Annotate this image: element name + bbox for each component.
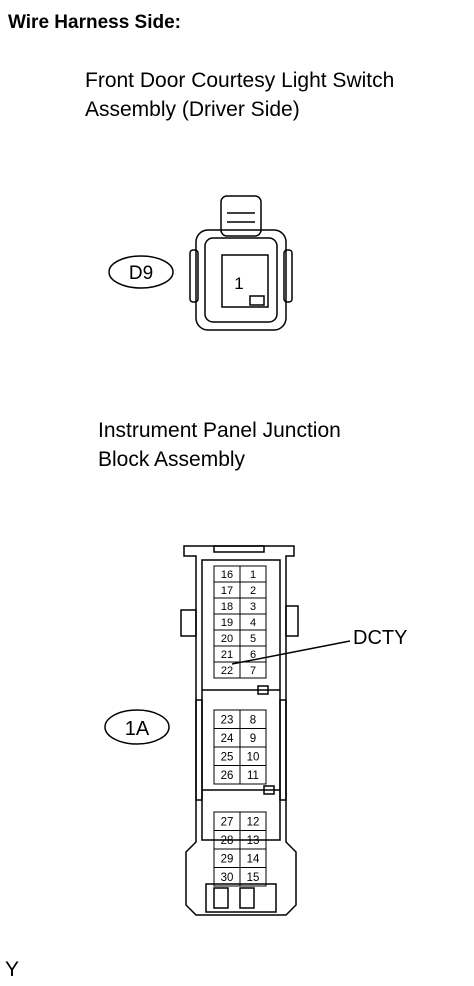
connector-1a-title-line1: Instrument Panel Junction	[98, 419, 341, 442]
pin-number: 24	[221, 733, 234, 745]
1a-pin-grid-middle: 23 8 24 9 25 10 26 11	[213, 709, 267, 785]
pin-number: 20	[221, 633, 233, 645]
d9-cavity	[221, 254, 269, 308]
1a-code-label: 1A	[125, 718, 150, 740]
pin-number: 25	[221, 751, 234, 763]
pin-number: 7	[250, 665, 256, 677]
pin-cell	[239, 765, 267, 785]
pin-number: 27	[221, 816, 234, 828]
pin-number: 6	[250, 649, 256, 661]
pin-cell	[239, 867, 267, 887]
d9-side-tab	[283, 249, 293, 303]
1a-bottom-lock	[213, 887, 229, 909]
dcty-label: DCTY	[353, 627, 407, 649]
pin-number: 10	[247, 751, 260, 763]
pin-number: 2	[250, 585, 256, 597]
connector-d9	[108, 195, 293, 331]
pin-number: 16	[221, 569, 233, 581]
1a-pin-grid-lower: 27 12 28 13 29 14 30 15	[213, 811, 267, 887]
pin-number: 29	[221, 853, 234, 865]
pin-number: 19	[221, 617, 233, 629]
pin-number: 22	[221, 665, 233, 677]
1a-bottom-frame	[205, 883, 277, 913]
pin-cell	[239, 661, 267, 679]
pin-number: 11	[247, 770, 259, 782]
diagram-heading: Wire Harness Side:	[8, 12, 182, 33]
d9-code-label: D9	[129, 263, 153, 284]
pin-number: 3	[250, 601, 256, 613]
d9-key	[249, 295, 265, 306]
pin-number: 4	[250, 617, 256, 629]
d9-housing	[195, 229, 287, 331]
connector-d9-title-line2: Assembly (Driver Side)	[85, 98, 300, 121]
pin-number: 14	[247, 853, 260, 865]
1a-key	[257, 685, 269, 695]
footer-label: Y	[5, 958, 20, 981]
pin-number: 12	[247, 816, 260, 828]
d9-housing-inner	[204, 237, 278, 323]
pin-number: 13	[247, 835, 260, 847]
pin-number: 9	[250, 733, 256, 745]
pin-number: 8	[250, 714, 256, 726]
1a-top-notch	[213, 545, 265, 553]
pin-number: 5	[250, 633, 256, 645]
1a-housing	[183, 545, 297, 916]
pin-number: 17	[221, 585, 233, 597]
d9-latch	[220, 195, 262, 237]
pin-number: 15	[247, 872, 260, 884]
pin-number: 1	[250, 569, 256, 581]
1a-side-tab	[180, 609, 197, 637]
connector-d9-title-line1: Front Door Courtesy Light Switch	[85, 69, 395, 92]
d9-pin-label: 1	[234, 274, 243, 293]
pin-number: 21	[221, 649, 233, 661]
d9-side-tab	[189, 249, 199, 303]
1a-bottom-lock	[239, 887, 255, 909]
1a-side-rail	[195, 699, 203, 801]
d9-code-oval	[108, 255, 174, 289]
1a-pin-grid-upper: 16 1 17 2 18 3 19 4 20 5 21 6 22 7	[213, 565, 267, 679]
pin-number: 28	[221, 835, 234, 847]
1a-code-oval	[104, 709, 170, 745]
dcty-leader-line	[231, 640, 351, 665]
connector-1a	[104, 545, 351, 916]
1a-side-tab	[285, 605, 299, 637]
pin-number: 26	[221, 770, 234, 782]
pin-number: 23	[221, 714, 234, 726]
1a-key	[263, 785, 275, 795]
connector-1a-title-line2: Block Assembly	[98, 448, 246, 471]
1a-side-rail	[279, 699, 287, 801]
pin-number: 18	[221, 601, 233, 613]
pin-number: 30	[221, 872, 234, 884]
